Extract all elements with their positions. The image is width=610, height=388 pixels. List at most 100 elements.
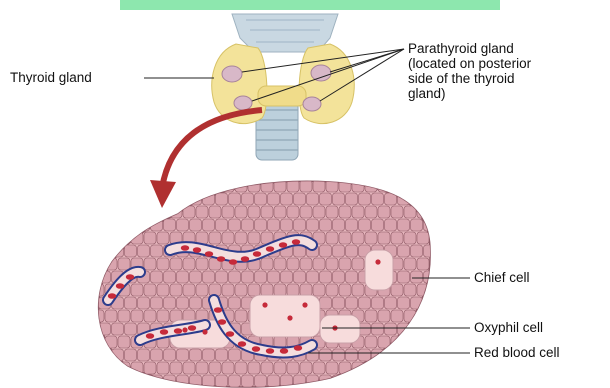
parathyroid-gland — [311, 65, 331, 81]
leader-lines-top — [144, 49, 404, 101]
chief-cell — [99, 375, 111, 387]
chief-cell — [307, 271, 319, 283]
red-blood-cell — [266, 348, 274, 354]
chief-cell — [138, 193, 150, 205]
chief-cell — [222, 284, 234, 296]
chief-cell — [274, 258, 286, 270]
red-blood-cell — [218, 319, 226, 325]
chief-cell — [229, 349, 241, 361]
chief-cell — [268, 375, 280, 387]
chief-cell — [196, 206, 208, 218]
chief-cell — [391, 180, 403, 192]
red-blood-cell — [205, 251, 213, 257]
chief-cell — [170, 284, 182, 296]
oxyphil-nucleus — [287, 315, 292, 320]
chief-cell — [443, 362, 455, 374]
chief-cell — [437, 193, 449, 205]
chief-cell — [157, 206, 169, 218]
chief-cell — [365, 336, 377, 348]
chief-cell — [411, 323, 423, 335]
chief-cell — [151, 245, 163, 257]
chief-cell — [372, 193, 384, 205]
chief-cell — [164, 349, 176, 361]
chief-cell — [294, 193, 306, 205]
chief-cell — [138, 349, 150, 361]
chief-cell — [261, 284, 273, 296]
oxyphil-cell-cluster — [320, 315, 360, 343]
chief-cell — [437, 375, 449, 387]
oxyphil-nucleus — [302, 302, 307, 307]
chief-cell — [346, 219, 358, 231]
chief-cell — [320, 245, 332, 257]
chief-cell — [229, 375, 241, 387]
chief-cell — [307, 219, 319, 231]
chief-cell — [450, 271, 462, 283]
chief-cell — [190, 271, 202, 283]
chief-cell — [359, 375, 371, 387]
chief-cell — [352, 180, 364, 192]
chief-cell — [287, 180, 299, 192]
chief-cell — [411, 271, 423, 283]
chief-cell — [398, 219, 410, 231]
chief-cell — [144, 206, 156, 218]
chief-cell — [196, 284, 208, 296]
red-blood-cell — [146, 333, 154, 339]
chief-cell — [300, 362, 312, 374]
oxyphil-cell-label: Oxyphil cell — [474, 320, 543, 335]
chief-cell — [177, 375, 189, 387]
chief-cell — [294, 219, 306, 231]
chief-cell — [112, 375, 124, 387]
oxyphil-nucleus — [262, 302, 267, 307]
chief-cell — [287, 362, 299, 374]
red-blood-cell — [226, 331, 234, 337]
chief-cell — [424, 219, 436, 231]
chief-cell — [333, 297, 345, 309]
chief-cell — [437, 219, 449, 231]
chief-cell — [417, 362, 429, 374]
chief-cell — [378, 362, 390, 374]
chief-cell — [346, 245, 358, 257]
chief-cell — [346, 349, 358, 361]
chief-cell — [255, 193, 267, 205]
chief-cell — [144, 310, 156, 322]
chief-cell — [300, 180, 312, 192]
chief-cell — [112, 349, 124, 361]
chief-cell — [372, 219, 384, 231]
chief-cell — [190, 297, 202, 309]
chief-cell — [313, 258, 325, 270]
chief-cell — [216, 375, 228, 387]
chief-cell — [398, 245, 410, 257]
red-blood-cell — [181, 245, 189, 251]
chief-cell — [411, 193, 423, 205]
chief-cell — [378, 180, 390, 192]
chief-cell — [404, 258, 416, 270]
top-banner-band — [120, 0, 500, 10]
chief-cell — [391, 310, 403, 322]
chief-cell — [112, 219, 124, 231]
chief-cell — [92, 206, 104, 218]
chief-cell — [229, 271, 241, 283]
chief-cell — [320, 375, 332, 387]
chief-cell — [404, 180, 416, 192]
chief-cell — [118, 336, 130, 348]
chief-cell — [164, 219, 176, 231]
chief-cell — [443, 284, 455, 296]
chief-cell — [287, 206, 299, 218]
chief-cell — [437, 245, 449, 257]
chief-cell — [235, 206, 247, 218]
chief-cell — [157, 310, 169, 322]
chief-cell — [157, 258, 169, 270]
chief-cell — [274, 284, 286, 296]
chief-cell — [385, 219, 397, 231]
chief-cell — [131, 232, 143, 244]
chief-cell — [443, 232, 455, 244]
chief-cell — [300, 206, 312, 218]
chief-cell — [203, 219, 215, 231]
chief-cell — [385, 349, 397, 361]
chief-cell — [372, 323, 384, 335]
chief-cell — [177, 297, 189, 309]
chief-cell — [112, 245, 124, 257]
chief-cell — [430, 206, 442, 218]
oxyphil-cell-cluster — [250, 295, 320, 337]
chief-cell — [222, 232, 234, 244]
